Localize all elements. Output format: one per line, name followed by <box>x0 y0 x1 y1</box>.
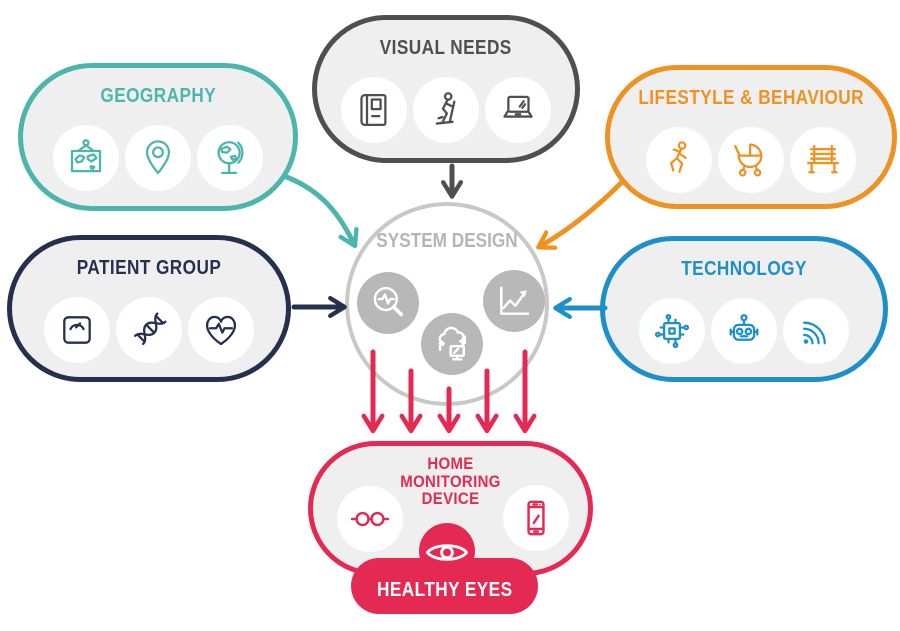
patient-group-panel: PATIENT GROUP <box>7 235 291 382</box>
visual-needs-panel: VISUAL NEEDS <box>312 15 580 163</box>
desk-globe-icon <box>197 125 263 191</box>
visual-needs-icons <box>341 77 551 143</box>
geography-to-system-arrow <box>281 173 359 249</box>
lifestyle-behaviour-panel: LIFESTYLE & BEHAVIOUR <box>605 65 897 209</box>
robot-icon <box>711 298 777 364</box>
spectacles-icon <box>337 486 403 552</box>
wireless-signal-icon <box>783 298 849 364</box>
lifestyle-behaviour-title: LIFESTYLE & BEHAVIOUR <box>638 87 864 109</box>
system-design-circle: SYSTEM DESIGN <box>345 202 549 406</box>
analytics-magnifier-icon <box>357 272 419 334</box>
dna-helix-icon <box>116 297 182 363</box>
park-bench-icon <box>790 127 856 193</box>
patient-group-icons <box>44 297 254 363</box>
heart-pulse-icon <box>188 297 254 363</box>
home-monitoring-device-title: HOME MONITORING DEVICE <box>400 454 501 508</box>
healthy-eyes-label: HEALTHY EYES <box>376 578 513 601</box>
smartphone-icon <box>503 485 569 551</box>
visual-needs-title: VISUAL NEEDS <box>380 37 512 59</box>
patient-group-title: PATIENT GROUP <box>76 257 222 279</box>
technology-title: TECHNOLOGY <box>681 258 807 280</box>
growth-chart-icon <box>483 270 545 332</box>
book-icon <box>341 77 407 143</box>
processor-chip-icon <box>639 298 705 364</box>
eye-icon <box>424 539 470 566</box>
baby-pram-icon <box>718 127 784 193</box>
technology-icons <box>639 298 849 364</box>
system-design-title: SYSTEM DESIGN <box>376 230 518 252</box>
healthy-eyes-pill: HEALTHY EYES <box>351 558 538 614</box>
geography-title: GEOGRAPHY <box>100 85 216 107</box>
exercise-machine-person-icon <box>413 77 479 143</box>
technology-panel: TECHNOLOGY <box>600 236 888 382</box>
geography-panel: GEOGRAPHY <box>18 63 298 211</box>
location-pin-icon <box>125 125 191 191</box>
framed-world-map-icon <box>53 125 119 191</box>
running-person-icon <box>646 127 712 193</box>
cloud-device-sync-icon <box>421 313 483 375</box>
weight-scale-icon <box>44 297 110 363</box>
lifestyle-behaviour-icons <box>646 127 856 193</box>
lifestyle-to-system-arrow <box>536 180 624 250</box>
laptop-icon <box>485 77 551 143</box>
geography-icons <box>53 125 263 191</box>
